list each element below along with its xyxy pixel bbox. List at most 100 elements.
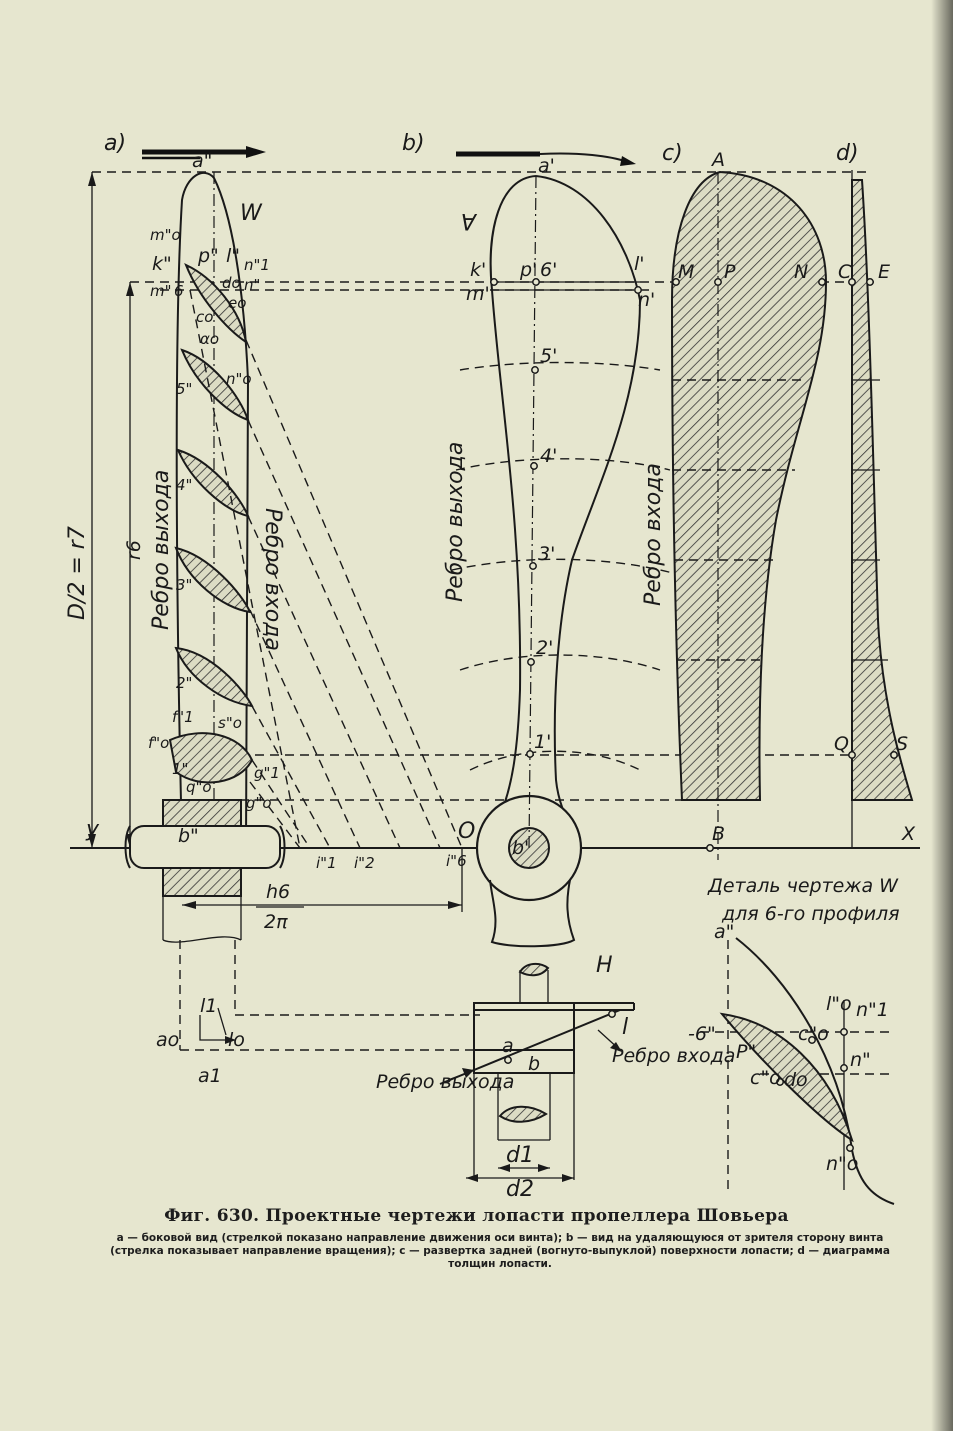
- label-b-small: b: [528, 1053, 540, 1075]
- page-edge-shadow: [931, 0, 953, 1431]
- developed-surface-c: c) A M P N B: [662, 141, 828, 860]
- view-label-b: b): [402, 131, 425, 156]
- detail-label-do: do: [784, 1069, 808, 1091]
- detail-label-P: P": [736, 1041, 756, 1063]
- label-A: A: [710, 149, 725, 171]
- label-O: O: [458, 819, 475, 844]
- detail-label-c: c"o: [798, 1023, 829, 1045]
- label-W: W: [240, 201, 263, 226]
- label-q0: q"o: [186, 778, 212, 796]
- label-N: N: [794, 261, 808, 283]
- label-n1: n': [638, 289, 655, 311]
- label-lo-sub: lo: [228, 1029, 245, 1051]
- label-a1-sub: a1: [198, 1065, 222, 1087]
- label-a-small: a: [502, 1035, 514, 1057]
- detail-label-co: c"o: [750, 1067, 781, 1089]
- label-h6: h6: [266, 881, 290, 903]
- label-radius-r7: D/2 = r7: [65, 526, 90, 620]
- label-m1: m': [466, 283, 490, 305]
- label-k2: k": [152, 253, 172, 275]
- label-E: E: [878, 261, 890, 283]
- label-C: C: [838, 261, 852, 283]
- label-three1: 3': [538, 543, 555, 565]
- detail-label-n0: n"o: [826, 1153, 858, 1175]
- label-f1: f"1: [172, 708, 194, 726]
- figure-caption-description: a — боковой вид (стрелкой показано напра…: [110, 1232, 890, 1270]
- label-one1: 1': [534, 731, 551, 753]
- thickness-diagram-d: d) C E Q S X: [834, 141, 916, 848]
- label-g0: g"o: [246, 794, 272, 812]
- label-l1: l': [634, 253, 645, 275]
- view-label-c: c): [662, 141, 683, 166]
- label-A-curl: A: [461, 208, 478, 233]
- label-e0: eo: [228, 294, 246, 312]
- label-radius-r6: r6: [123, 540, 145, 560]
- label-m2: m": [150, 282, 172, 300]
- detail-label-a2: a": [714, 921, 734, 943]
- label-twopi: 2π: [264, 911, 288, 933]
- label-d1: d1: [506, 1143, 534, 1168]
- label-edge-in-b: Ребро входа: [641, 463, 666, 606]
- side-view-a: a): [65, 131, 480, 1087]
- detail-title: Деталь чертежа W: [707, 875, 899, 897]
- label-S: S: [896, 733, 908, 755]
- label-s0: s"o: [218, 714, 242, 732]
- label-one2: 1": [172, 760, 188, 778]
- label-k1: k': [470, 259, 486, 281]
- label-p2: p": [197, 245, 219, 267]
- label-X: X: [901, 823, 916, 845]
- label-six1: 6': [540, 259, 557, 281]
- label-d2: d2: [506, 1177, 534, 1202]
- figure-caption-title: Фиг. 630. Проектные чертежи лопасти проп…: [164, 1206, 789, 1226]
- detail-W: Деталь чертежа W для 6-го профиля a" -6"…: [688, 875, 900, 1205]
- label-i1: i"1: [316, 854, 337, 872]
- label-m0: m"o: [150, 226, 181, 244]
- label-five1: 5': [540, 345, 557, 367]
- label-four2: 4": [176, 476, 192, 494]
- label-d0: do: [222, 274, 241, 292]
- label-M: M: [678, 261, 694, 283]
- label-n1-2: n"1: [244, 256, 270, 274]
- label-l-small: l: [622, 1015, 628, 1040]
- label-alpha0: αo: [200, 330, 219, 348]
- label-l1-sub: l1: [200, 995, 217, 1017]
- label-Q: Q: [834, 733, 849, 755]
- label-g1: g"1: [254, 764, 280, 782]
- label-edge-out-a: Ребро выхода: [149, 470, 174, 630]
- view-label-a: a): [104, 131, 126, 156]
- label-l2: l": [226, 245, 240, 267]
- label-three2: 3": [176, 576, 192, 594]
- detail-subtitle: для 6-го профиля: [721, 903, 900, 925]
- label-B: B: [712, 823, 725, 845]
- label-i2: i"2: [354, 854, 375, 872]
- detail-label-6: -6": [688, 1023, 716, 1045]
- label-edge-out-b: Ребро выхода: [443, 442, 468, 602]
- label-two2: 2": [176, 674, 192, 692]
- label-ao-sub: ao: [156, 1029, 179, 1051]
- label-a2: a": [192, 150, 212, 172]
- label-Y: y: [85, 817, 100, 842]
- section-view-H: H l a b d1 d2 Ребро входа Ребро выхода: [376, 953, 735, 1202]
- label-H: H: [596, 953, 613, 978]
- label-c0: co: [196, 308, 213, 326]
- label-edge-out-h: Ребро выхода: [376, 1071, 514, 1093]
- label-edge-in-a: Ребро входа: [260, 508, 285, 651]
- label-p1: p': [519, 259, 537, 281]
- label-P: P: [724, 261, 736, 283]
- label-a1: a': [538, 155, 555, 177]
- label-f0: f"o: [148, 734, 169, 752]
- label-b1: b': [512, 837, 529, 859]
- view-label-d: d): [836, 141, 859, 166]
- label-six2: 6: [174, 282, 184, 300]
- front-view-b: b) a' A k' p' 6' l' m' n' 5': [402, 131, 681, 948]
- label-two1: 2': [536, 637, 553, 659]
- label-b2: b": [178, 825, 199, 847]
- detail-label-n1: n"1: [856, 999, 889, 1021]
- label-i6: i"6: [446, 852, 467, 870]
- label-five2: 5": [176, 380, 192, 398]
- detail-label-n: n": [850, 1049, 871, 1071]
- label-four1: 4': [540, 445, 557, 467]
- label-n2: n": [244, 276, 260, 294]
- detail-label-l: l"o: [826, 993, 852, 1015]
